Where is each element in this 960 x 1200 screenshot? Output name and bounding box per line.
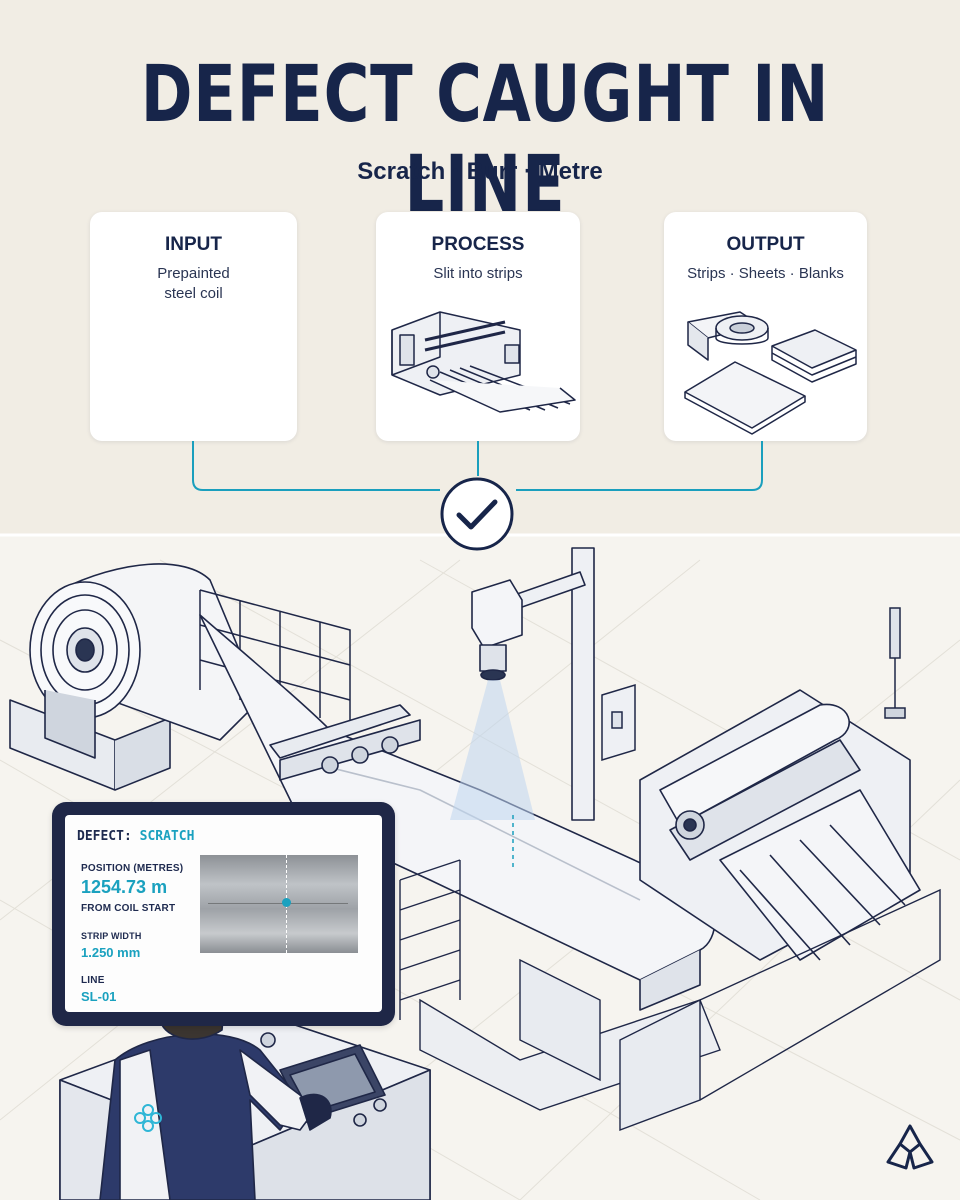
output-card-description: Strips · Sheets · Blanks (664, 264, 867, 284)
page-title: DEFECT CAUGHT IN LINE (140, 50, 830, 230)
scratch-mark (208, 903, 348, 904)
strips-sheets-blanks-icon (684, 311, 857, 435)
position-label: POSITION (METRES) (81, 863, 184, 874)
defect-heading: DEFECT: SCRATCH (77, 829, 194, 844)
input-card-desc-line-1: Prepainted (157, 265, 230, 282)
output-card: OUTPUT Strips · Sheets · Blanks (664, 212, 867, 441)
defect-label: DEFECT: (77, 829, 132, 844)
defect-monitor: DEFECT: SCRATCH POSITION (METRES) 1254.7… (52, 802, 395, 1026)
process-card-description: Slit into strips (376, 264, 580, 284)
input-card-title: INPUT (165, 234, 222, 255)
slitter-machine (639, 689, 921, 961)
inspection-camera (471, 547, 595, 821)
pinch-roller-unit (269, 704, 421, 781)
process-card-desc-line-1: Slit into strips (433, 265, 523, 282)
uncoiler-coil (9, 563, 261, 791)
position-value: 1254.73 m (81, 877, 168, 897)
signal-tower (884, 607, 906, 719)
defect-marker-dot (282, 898, 291, 907)
input-card-desc-line-2: steel coil (164, 285, 223, 302)
strip-width-value: 1.250 mm (81, 945, 141, 960)
strip-width-label: STRIP WIDTH (81, 931, 142, 941)
output-card-desc-line-1: Strips · Sheets · Blanks (687, 265, 844, 282)
input-card-description: Prepainted steel coil (90, 264, 297, 304)
check-icon (456, 499, 498, 530)
line-label: LINE (81, 975, 105, 986)
junction-box (601, 683, 636, 762)
slitting-machine-icon (391, 311, 576, 413)
process-card: PROCESS Slit into strips (376, 212, 580, 441)
jacket-logo-icon (134, 1104, 162, 1132)
output-card-title: OUTPUT (726, 234, 805, 255)
camera-beam (450, 680, 535, 820)
position-sub-label: FROM COIL START (81, 903, 176, 914)
brand-logo-icon (886, 1124, 934, 1170)
defect-type-value: SCRATCH (139, 829, 195, 844)
monitor-screen: DEFECT: SCRATCH POSITION (METRES) 1254.7… (65, 815, 382, 1012)
page-subtitle: Scratch · Burr · Metre (357, 158, 603, 185)
input-card: INPUT Prepainted steel coil (90, 212, 297, 441)
defect-image (200, 855, 358, 953)
line-value: SL-01 (81, 989, 117, 1004)
check-circle (440, 477, 514, 551)
machine-base (519, 888, 941, 1132)
process-card-title: PROCESS (431, 234, 525, 255)
